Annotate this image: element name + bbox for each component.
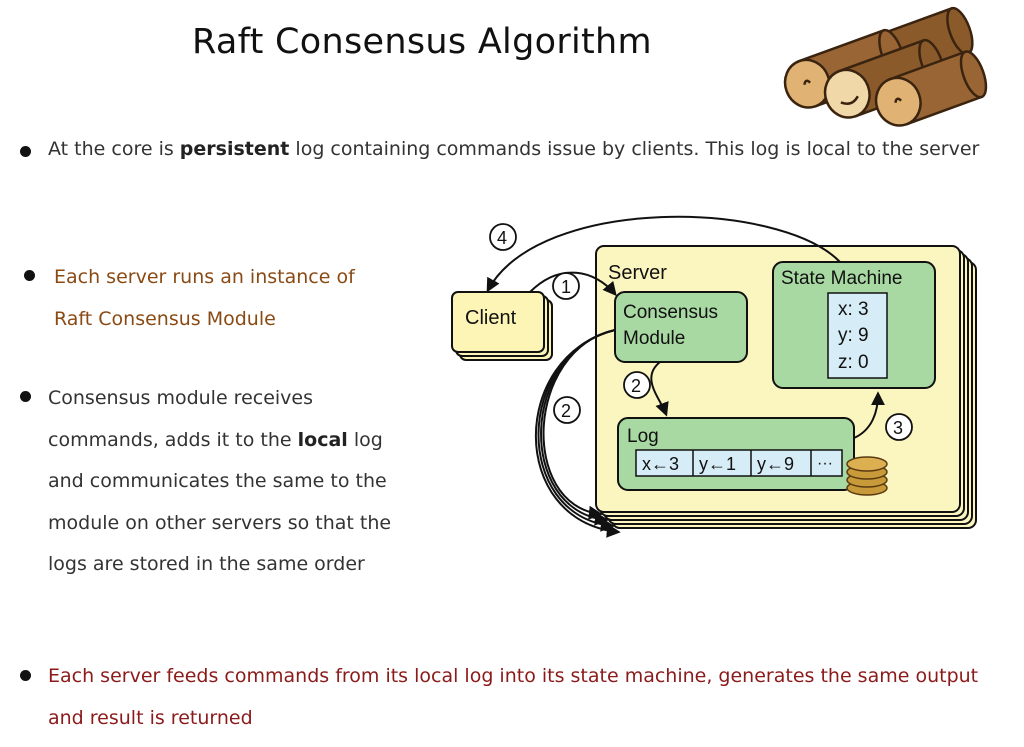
log-entry: y←9 (757, 454, 794, 474)
step-2-fan: 2 (561, 401, 571, 421)
bullet-dot (20, 391, 31, 402)
state-value: z: 0 (838, 352, 869, 373)
state-machine-box (772, 261, 936, 389)
arrow-3 (853, 391, 885, 439)
log-label: Log (627, 426, 659, 447)
step-3: 3 (893, 418, 903, 438)
bullet-dot (24, 270, 35, 281)
state-value: y: 9 (838, 325, 869, 346)
consensus-label-1: Consensus (623, 302, 718, 323)
log-middle (823, 38, 946, 119)
step-1: 1 (561, 277, 571, 297)
state-values-box (827, 292, 888, 379)
consensus-module-box (614, 291, 748, 363)
coin-stack-icon (846, 456, 888, 496)
bullet-state-machine: Each server feeds commands from its loca… (48, 665, 979, 729)
bullet-persistent-log: At the core is persistent log containing… (48, 138, 980, 160)
log-entries-box (635, 449, 843, 477)
bullet-server-instance: Each server runs an instance of Raft Con… (54, 266, 355, 330)
log-right (874, 50, 988, 127)
server-box (595, 245, 961, 513)
log-left (783, 28, 906, 109)
step-2: 2 (631, 376, 641, 396)
step-4: 4 (497, 228, 507, 248)
client-box (451, 291, 545, 353)
log-entry: y←1 (699, 454, 736, 474)
bullet-dot (20, 146, 31, 157)
bullet-dot (20, 670, 31, 681)
server-stack (595, 245, 977, 529)
state-value: x: 3 (838, 299, 869, 320)
state-machine-label: State Machine (781, 268, 902, 289)
client-stack (451, 291, 553, 361)
arrow-2-fan (542, 329, 616, 520)
server-label: Server (608, 262, 667, 284)
log-entry: ··· (817, 455, 833, 472)
log-back (851, 6, 974, 87)
client-label: Client (465, 307, 517, 329)
arrow-4 (486, 215, 841, 293)
log-box (617, 417, 855, 491)
consensus-label-2: Module (623, 328, 685, 349)
bullet-consensus-module: Consensus module receives commands, adds… (48, 387, 392, 575)
arrow-1 (529, 271, 617, 297)
log-entry: x←3 (642, 454, 679, 474)
arrow-2-down (650, 361, 669, 417)
page-title: Raft Consensus Algorithm (192, 22, 652, 62)
